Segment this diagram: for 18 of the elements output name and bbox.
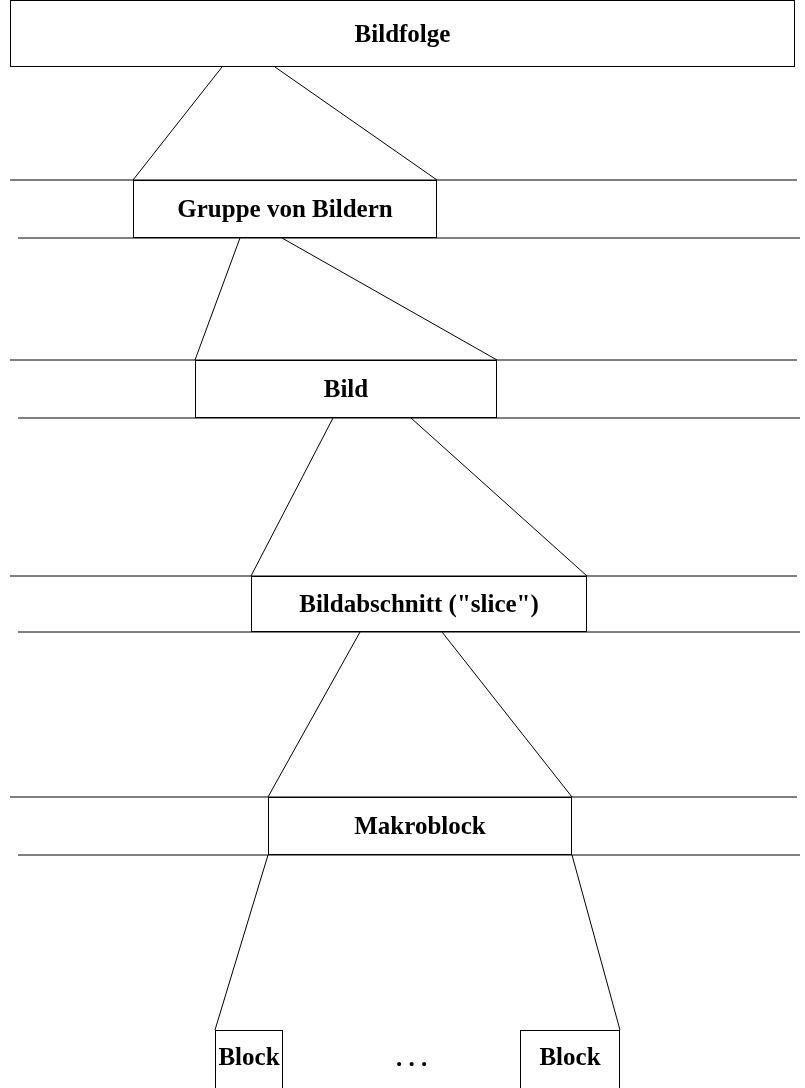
connector-line — [132, 66, 223, 181]
level-box: Bildfolge — [10, 0, 795, 67]
level-box: Block — [215, 1030, 283, 1088]
connector-line — [571, 854, 621, 1031]
connector-line — [274, 66, 438, 181]
connector-line — [194, 237, 241, 361]
level-box: Makroblock — [268, 797, 572, 855]
level-box: Gruppe von Bildern — [133, 180, 437, 238]
ellipsis-text: . . . — [396, 1044, 428, 1072]
level-box: Bild — [195, 360, 497, 418]
connector-line — [410, 417, 588, 577]
level-box: Block — [520, 1030, 620, 1088]
connector-line — [281, 237, 498, 361]
connector-line — [250, 417, 334, 577]
connector-line — [267, 631, 361, 798]
connector-line — [441, 631, 573, 798]
level-box: Bildabschnitt ("slice") — [251, 576, 587, 632]
connector-line — [214, 854, 269, 1031]
